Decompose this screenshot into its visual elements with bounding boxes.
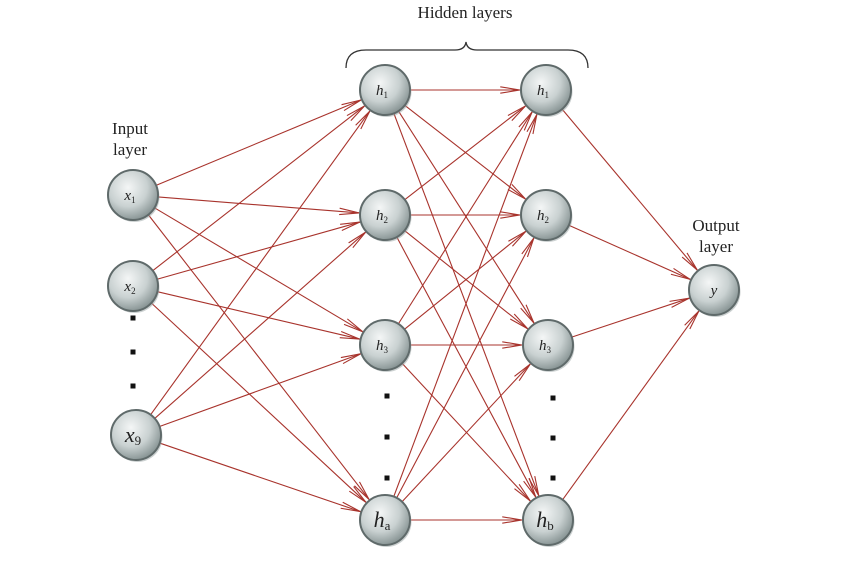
input-layer-label-line1: Input <box>112 119 148 138</box>
edge-ha-hb <box>410 516 523 524</box>
node-label-h2a: h2 <box>376 208 388 225</box>
node-h1a: h1 <box>359 64 412 117</box>
edge-x9-ha <box>159 442 361 513</box>
input-layer-label-line2: layer <box>113 140 147 159</box>
node-x9: x9 <box>110 409 163 462</box>
edge-ha-h2b <box>396 237 535 499</box>
node-label-h3b: h3 <box>539 338 552 355</box>
node-x2: x2 <box>107 260 160 313</box>
edge-x1-h3a <box>154 207 364 333</box>
edge-x9-h2a <box>154 231 366 419</box>
edge-h2b-y <box>568 224 691 280</box>
edge-h2a-h2b <box>410 211 521 219</box>
edge-x2-ha <box>150 302 367 503</box>
edge-h3a-h3b <box>410 341 523 349</box>
hidden-layers-label: Hidden layers <box>417 3 513 22</box>
node-label-ha: ha <box>374 507 391 533</box>
output-layer-label: Output layer <box>676 215 756 257</box>
node-label-x9: x9 <box>124 422 141 448</box>
edge-h2a-h1b <box>404 105 526 201</box>
node-label-y: y <box>709 283 718 299</box>
edge-h3b-y <box>571 297 690 338</box>
edge-h3a-h2b <box>404 230 527 330</box>
edge-ha-h1b <box>393 114 538 497</box>
output-layer-label-line2: layer <box>699 237 733 256</box>
edge-x9-h1a <box>150 110 371 416</box>
hidden1-ellipsis <box>384 393 390 481</box>
network-nodes: x1 x2 x9 h1 h2 h3 ha h1 h2 h3 hb y <box>107 64 741 547</box>
node-y: y <box>688 264 741 317</box>
connection-edges <box>147 86 700 524</box>
edge-x2-h2a <box>156 221 361 280</box>
edge-x1-h2a <box>157 196 360 216</box>
node-hb: hb <box>522 494 575 547</box>
edge-x2-h3a <box>157 291 360 340</box>
edge-x1-ha <box>147 214 370 500</box>
node-label-hb: hb <box>536 507 554 533</box>
input-layer-label: Input layer <box>92 118 168 160</box>
node-ha: ha <box>359 494 412 547</box>
edge-x2-h1a <box>152 105 365 272</box>
node-label-x1: x1 <box>123 188 135 205</box>
node-label-h2b: h2 <box>537 208 549 225</box>
edge-ha-h3b <box>401 363 531 503</box>
edge-x9-h3a <box>159 353 361 428</box>
ellipsis-dots <box>130 315 556 481</box>
edge-h1a-h1b <box>410 86 521 94</box>
node-h3b: h3 <box>522 319 575 372</box>
node-x1: x1 <box>107 169 160 222</box>
node-h2a: h2 <box>359 189 412 242</box>
node-h2b: h2 <box>520 189 573 242</box>
hidden-layers-brace <box>345 41 589 69</box>
node-label-h1a: h1 <box>376 83 388 100</box>
input-ellipsis <box>130 315 136 389</box>
edge-x1-h1a <box>155 99 362 186</box>
node-label-h3a: h3 <box>376 338 389 355</box>
node-label-h1b: h1 <box>537 83 549 100</box>
node-h1b: h1 <box>520 64 573 117</box>
edge-h1b-y <box>561 108 698 271</box>
edge-hb-y <box>562 310 700 501</box>
node-label-x2: x2 <box>123 279 135 296</box>
node-h3a: h3 <box>359 319 412 372</box>
edge-h3a-h1b <box>397 111 533 325</box>
output-layer-label-line1: Output <box>692 216 740 235</box>
hidden2-ellipsis <box>550 395 556 481</box>
